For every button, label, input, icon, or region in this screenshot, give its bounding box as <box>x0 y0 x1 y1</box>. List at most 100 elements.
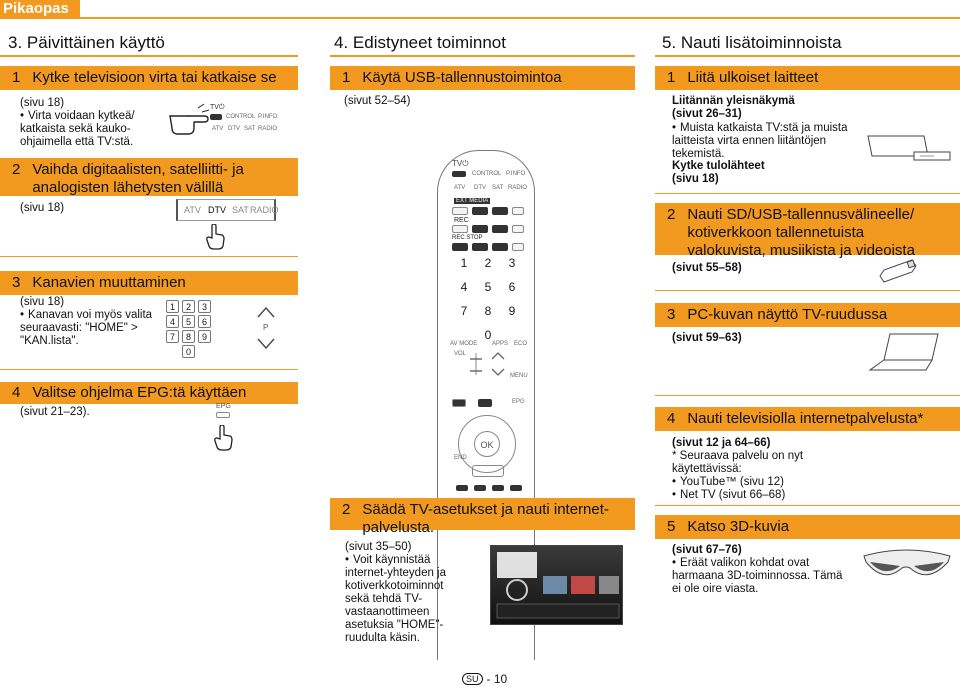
key-1: 1 <box>456 255 472 271</box>
key-2: 2 <box>480 255 496 271</box>
section-3-4-ref: (sivut 12 ja 64–66) <box>672 437 771 449</box>
menu-label: MENU <box>510 373 528 379</box>
section-1-3-ref: (sivu 18) <box>20 296 65 308</box>
section-title: Liitä ulkoiset laitteet <box>687 69 819 86</box>
section-1-4-ref: (sivut 21–23). <box>20 406 90 418</box>
remote-keypad: 1 2 3 4 5 6 7 8 9 0 <box>456 255 526 345</box>
section-number: 2 <box>667 206 676 223</box>
column-title-3: 5. Nauti lisätoiminnoista <box>662 33 842 52</box>
remote-top-mini: TV⏻ CONTROL P.INFO ATV DTV SAT RADIO <box>208 104 277 134</box>
page-number-text: - 10 <box>486 672 508 686</box>
header-rule <box>0 17 960 19</box>
section-number: 4 <box>667 410 676 427</box>
section-number: 1 <box>342 69 351 86</box>
finger-press-icon <box>212 424 234 456</box>
section-3-3-ref: (sivut 59–63) <box>672 332 742 344</box>
atv-text: ATV <box>184 205 201 215</box>
volume-rocker <box>466 349 510 384</box>
divider <box>655 395 960 396</box>
laptop-icon <box>866 330 946 379</box>
divider <box>655 193 960 194</box>
section-3-4-bar: 4 Nauti televisiolla internetpalvelusta* <box>655 407 960 431</box>
section-3-2-ref: (sivut 55–58) <box>672 262 742 274</box>
column-title-1: 3. Päivittäinen käyttö <box>8 33 165 52</box>
divider <box>0 369 298 370</box>
key-8: 8 <box>480 303 496 319</box>
control-label: CONTROL <box>472 171 502 177</box>
section-3-1-sub2: Kytke tulolähteet <box>672 160 765 172</box>
navigation-ring <box>458 415 516 473</box>
section-title: Nauti televisiolla internetpalvelusta* <box>687 410 924 427</box>
info-bar-button <box>472 465 504 477</box>
sat-label: SAT <box>244 126 256 132</box>
section-title: Vaihda digitaalisten, satelliitti- ja an… <box>32 161 244 196</box>
pinfo-label: P.INFO <box>506 171 526 177</box>
section-number: 1 <box>12 69 21 86</box>
dtv-label: DTV <box>474 185 486 191</box>
rec-stop-label: REC STOP <box>452 235 483 241</box>
section-title: Katso 3D-kuvia <box>687 518 790 535</box>
end-label: END <box>454 455 467 461</box>
usb-stick-icon <box>878 258 918 291</box>
key-1: 1 <box>166 300 179 313</box>
key-9: 9 <box>198 330 211 343</box>
radio-label: RADIO <box>508 185 528 191</box>
section-number: 1 <box>667 69 676 86</box>
section-title-line-3: valokuvista, musiikista ja videoista <box>687 242 915 259</box>
section-title: Kanavien muuttaminen <box>32 274 186 291</box>
divider <box>655 505 960 506</box>
section-1-1-ref: (sivu 18) <box>20 97 65 109</box>
key-0: 0 <box>480 327 496 343</box>
column-rule-3 <box>655 55 960 57</box>
section-title: Valitse ohjelma EPG:tä käyttäen <box>32 384 247 401</box>
key-4: 4 <box>166 315 179 328</box>
av-mode-label: AV MODE <box>450 341 478 347</box>
section-3-1-sub1-ref: (sivut 26–31) <box>672 108 742 120</box>
key-2: 2 <box>182 300 195 313</box>
section-3-5-bullet: Eräät valikon kohdat ovat harmaana 3D-to… <box>672 557 844 596</box>
number-keypad: 1 2 3 4 5 6 7 8 9 0 <box>166 300 214 362</box>
section-3-2-bar: 2 Nauti SD/USB-tallennusvälineelle/ koti… <box>655 203 960 259</box>
section-number: 3 <box>667 306 676 323</box>
section-1-1-bar: 1 Kytke televisioon virta tai katkaise s… <box>0 66 298 90</box>
key-3: 3 <box>504 255 520 271</box>
section-1-3-bar: 3 Kanavien muuttaminen <box>0 271 298 295</box>
atv-label: ATV <box>454 185 466 191</box>
power-button <box>452 171 466 177</box>
divider <box>655 290 960 291</box>
section-3-1-bar: 1 Liitä ulkoiset laitteet <box>655 66 960 90</box>
section-title: Käytä USB-tallennustoimintoa <box>362 69 562 86</box>
column-rule-2 <box>330 55 635 57</box>
section-2-2-bar: 2 Säädä TV-asetukset ja nauti internet- … <box>330 498 635 536</box>
section-3-3-bar: 3 PC-kuvan näyttö TV-ruudussa <box>655 303 960 327</box>
ok-button: OK <box>474 431 500 457</box>
page-number: SU - 10 <box>462 672 507 686</box>
channel-up-down-icon: P <box>256 305 276 356</box>
section-title-line-1: Säädä TV-asetukset ja nauti internet- <box>362 501 609 518</box>
epg-label: EPG <box>512 399 525 405</box>
section-3-1-sub2-ref: (sivu 18) <box>672 173 719 185</box>
section-3-4-bullet-2: Net TV (sivut 66–68) <box>672 489 785 502</box>
section-1-1-bullet: Virta voidaan kytkeä/ katkaista sekä kau… <box>20 110 145 149</box>
key-7: 7 <box>166 330 179 343</box>
divider <box>0 256 298 257</box>
ext-media-label: EXT MEDIA <box>454 198 491 204</box>
hand-press-icon <box>168 102 210 145</box>
key-0: 0 <box>182 345 195 358</box>
section-number: 4 <box>12 384 21 401</box>
section-2-2-bullet: Voit käynnistää internet-yhteyden ja kot… <box>345 554 467 645</box>
section-1-2-ref: (sivu 18) <box>20 202 65 214</box>
section-title-line-1: Nauti SD/USB-tallennusvälineelle/ <box>687 206 915 223</box>
key-7: 7 <box>456 303 472 319</box>
rec-label: REC <box>454 217 469 224</box>
radio-text: RADIO <box>250 205 279 215</box>
section-number: 2 <box>12 161 21 178</box>
vol-label: VOL <box>454 351 467 357</box>
key-6: 6 <box>198 315 211 328</box>
column-rule-1 <box>0 55 298 57</box>
finger-press-icon <box>204 223 226 255</box>
tv-and-player-icon <box>864 132 954 171</box>
section-number: 3 <box>12 274 21 291</box>
key-8: 8 <box>182 330 195 343</box>
sat-label: SAT <box>492 185 504 191</box>
